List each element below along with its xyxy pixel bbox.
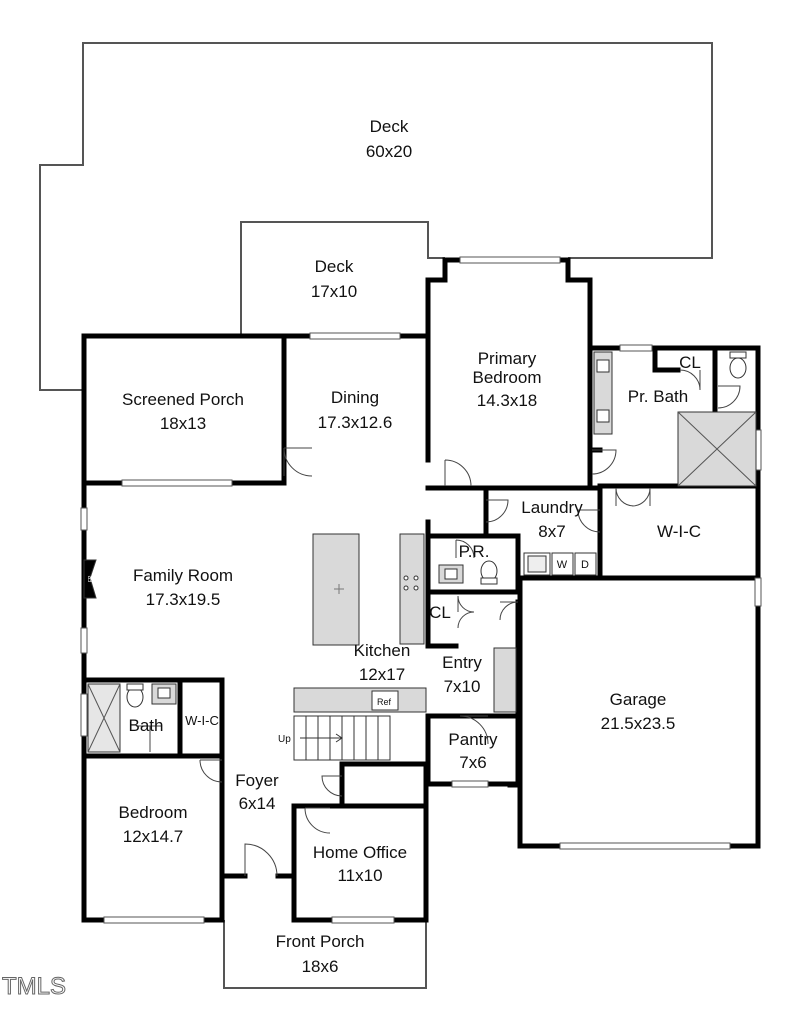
washer (551, 552, 574, 576)
front-porch-name: Front Porch (276, 932, 365, 951)
front-porch-size: 18x6 (302, 957, 339, 976)
laundry-size: 8x7 (538, 522, 565, 541)
kitchen-size: 12x17 (359, 665, 405, 684)
pantry-size: 7x6 (459, 753, 486, 772)
bedroom-name: Bedroom (119, 803, 188, 822)
bedroom-size: 12x14.7 (123, 827, 184, 846)
entry-size: 7x10 (444, 677, 481, 696)
dining-name: Dining (331, 388, 379, 407)
doors (136, 369, 741, 877)
stairs (293, 715, 391, 761)
cl-entry-name: CL (429, 603, 451, 622)
foyer-name: Foyer (235, 771, 279, 790)
screened-porch-name: Screened Porch (122, 390, 244, 409)
primary-toilet (729, 357, 747, 379)
fireplace-label: FP (88, 575, 94, 582)
laundry-name: Laundry (521, 498, 583, 517)
washer-label: W (557, 559, 568, 571)
bath-name: Bath (129, 716, 164, 735)
fireplace (83, 559, 97, 599)
deck-small-name: Deck (315, 257, 354, 276)
kitchen-counter-range (399, 533, 425, 645)
refrigerator (371, 690, 399, 711)
entry-bench (493, 647, 517, 713)
stairs-label: Up (278, 734, 291, 745)
entry-name: Entry (442, 653, 482, 672)
deck-large-size: 60x20 (366, 142, 412, 161)
pr-name: P.R. (459, 542, 490, 561)
dryer (574, 552, 597, 576)
dryer-label: D (581, 559, 589, 571)
wic-bedroom-name: W-I-C (185, 713, 219, 728)
wic-primary-name: W-I-C (657, 522, 701, 541)
foyer-size: 6x14 (239, 794, 276, 813)
pantry-name: Pantry (448, 730, 498, 749)
primary-bedroom-size: 14.3x18 (477, 391, 538, 410)
deck-large-outline (39, 42, 713, 391)
room-labels: Deck 60x20 Deck 17x10 Screened Porch 18x… (119, 117, 702, 976)
primary-bedroom-name-2: Bedroom (473, 368, 542, 387)
garage-name: Garage (610, 690, 667, 709)
dining-size: 17.3x12.6 (318, 413, 393, 432)
home-office-name: Home Office (313, 843, 407, 862)
family-room-name: Family Room (133, 566, 233, 585)
kitchen-name: Kitchen (354, 641, 411, 660)
pr-bath-name: Pr. Bath (628, 387, 688, 406)
front-porch-outline (223, 920, 427, 989)
deck-large-name: Deck (370, 117, 409, 136)
deck-small-outline (240, 221, 445, 336)
watermark-logo: TMLS (2, 973, 66, 1000)
screened-porch-size: 18x13 (160, 414, 206, 433)
kitchen-counter-lower (293, 687, 427, 713)
deck-small-size: 17x10 (311, 282, 357, 301)
fixture-labels: Ref W D Up FP (88, 559, 589, 745)
windows (80, 256, 762, 924)
primary-bedroom-name-1: Primary (478, 349, 537, 368)
family-room-size: 17.3x19.5 (146, 590, 221, 609)
cl-top-name: CL (679, 353, 701, 372)
home-office-size: 11x10 (337, 866, 382, 885)
ref-label: Ref (377, 697, 392, 707)
garage-size: 21.5x23.5 (601, 714, 676, 733)
fixtures (83, 351, 757, 761)
